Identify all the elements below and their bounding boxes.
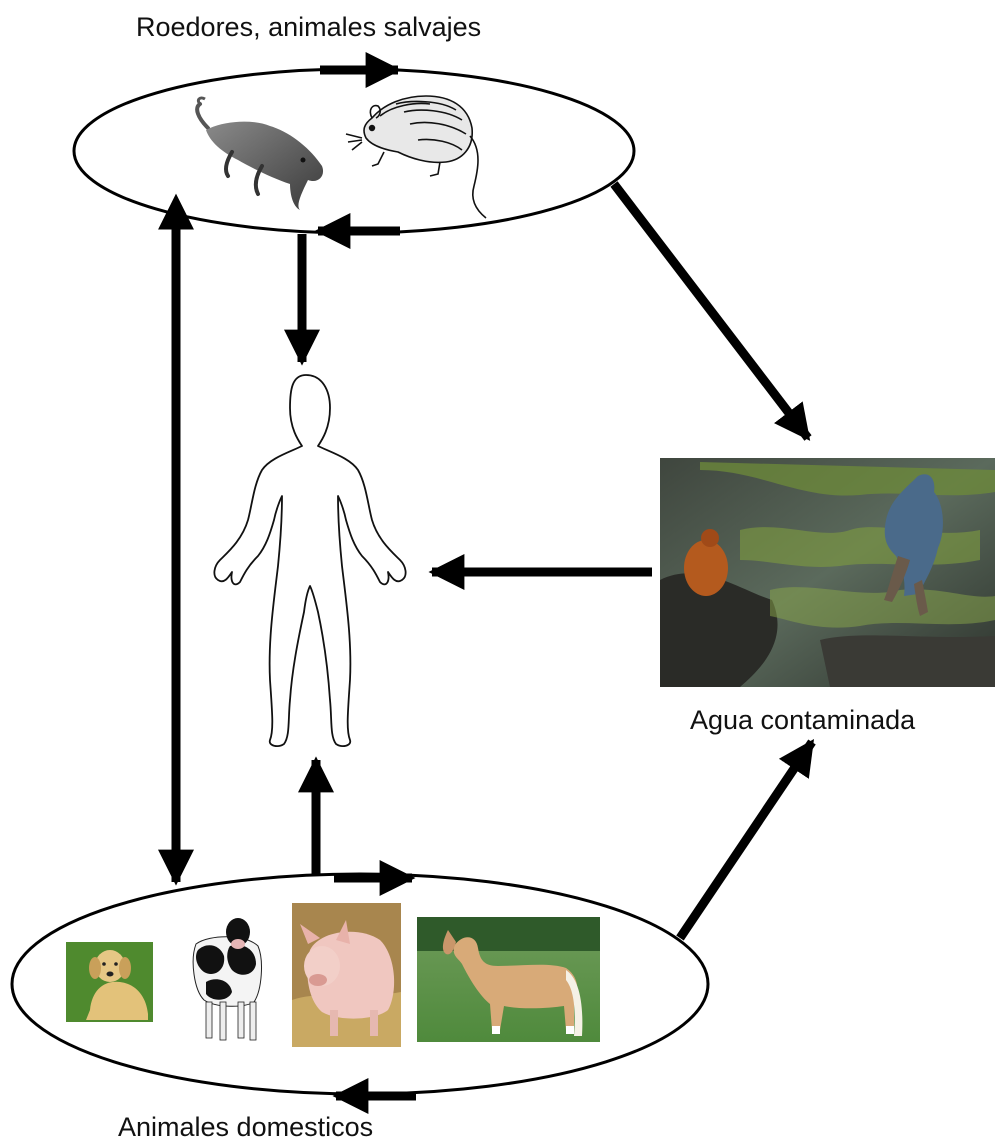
contaminated-water-photo <box>660 458 995 687</box>
cow-photo <box>182 918 272 1046</box>
horse-photo <box>417 917 600 1042</box>
arrow-wild-to-water <box>614 184 808 438</box>
wild-animals-ellipse <box>74 69 634 233</box>
human-outline-icon <box>214 375 405 746</box>
pig-photo <box>292 903 401 1047</box>
contaminated-water-label: Agua contaminada <box>690 705 916 735</box>
domestic-animals-label: Animales domesticos <box>118 1112 373 1142</box>
arrow-domestic-to-water <box>680 742 812 938</box>
dog-photo <box>66 942 153 1022</box>
wild-animals-label: Roedores, animales salvajes <box>136 12 481 42</box>
